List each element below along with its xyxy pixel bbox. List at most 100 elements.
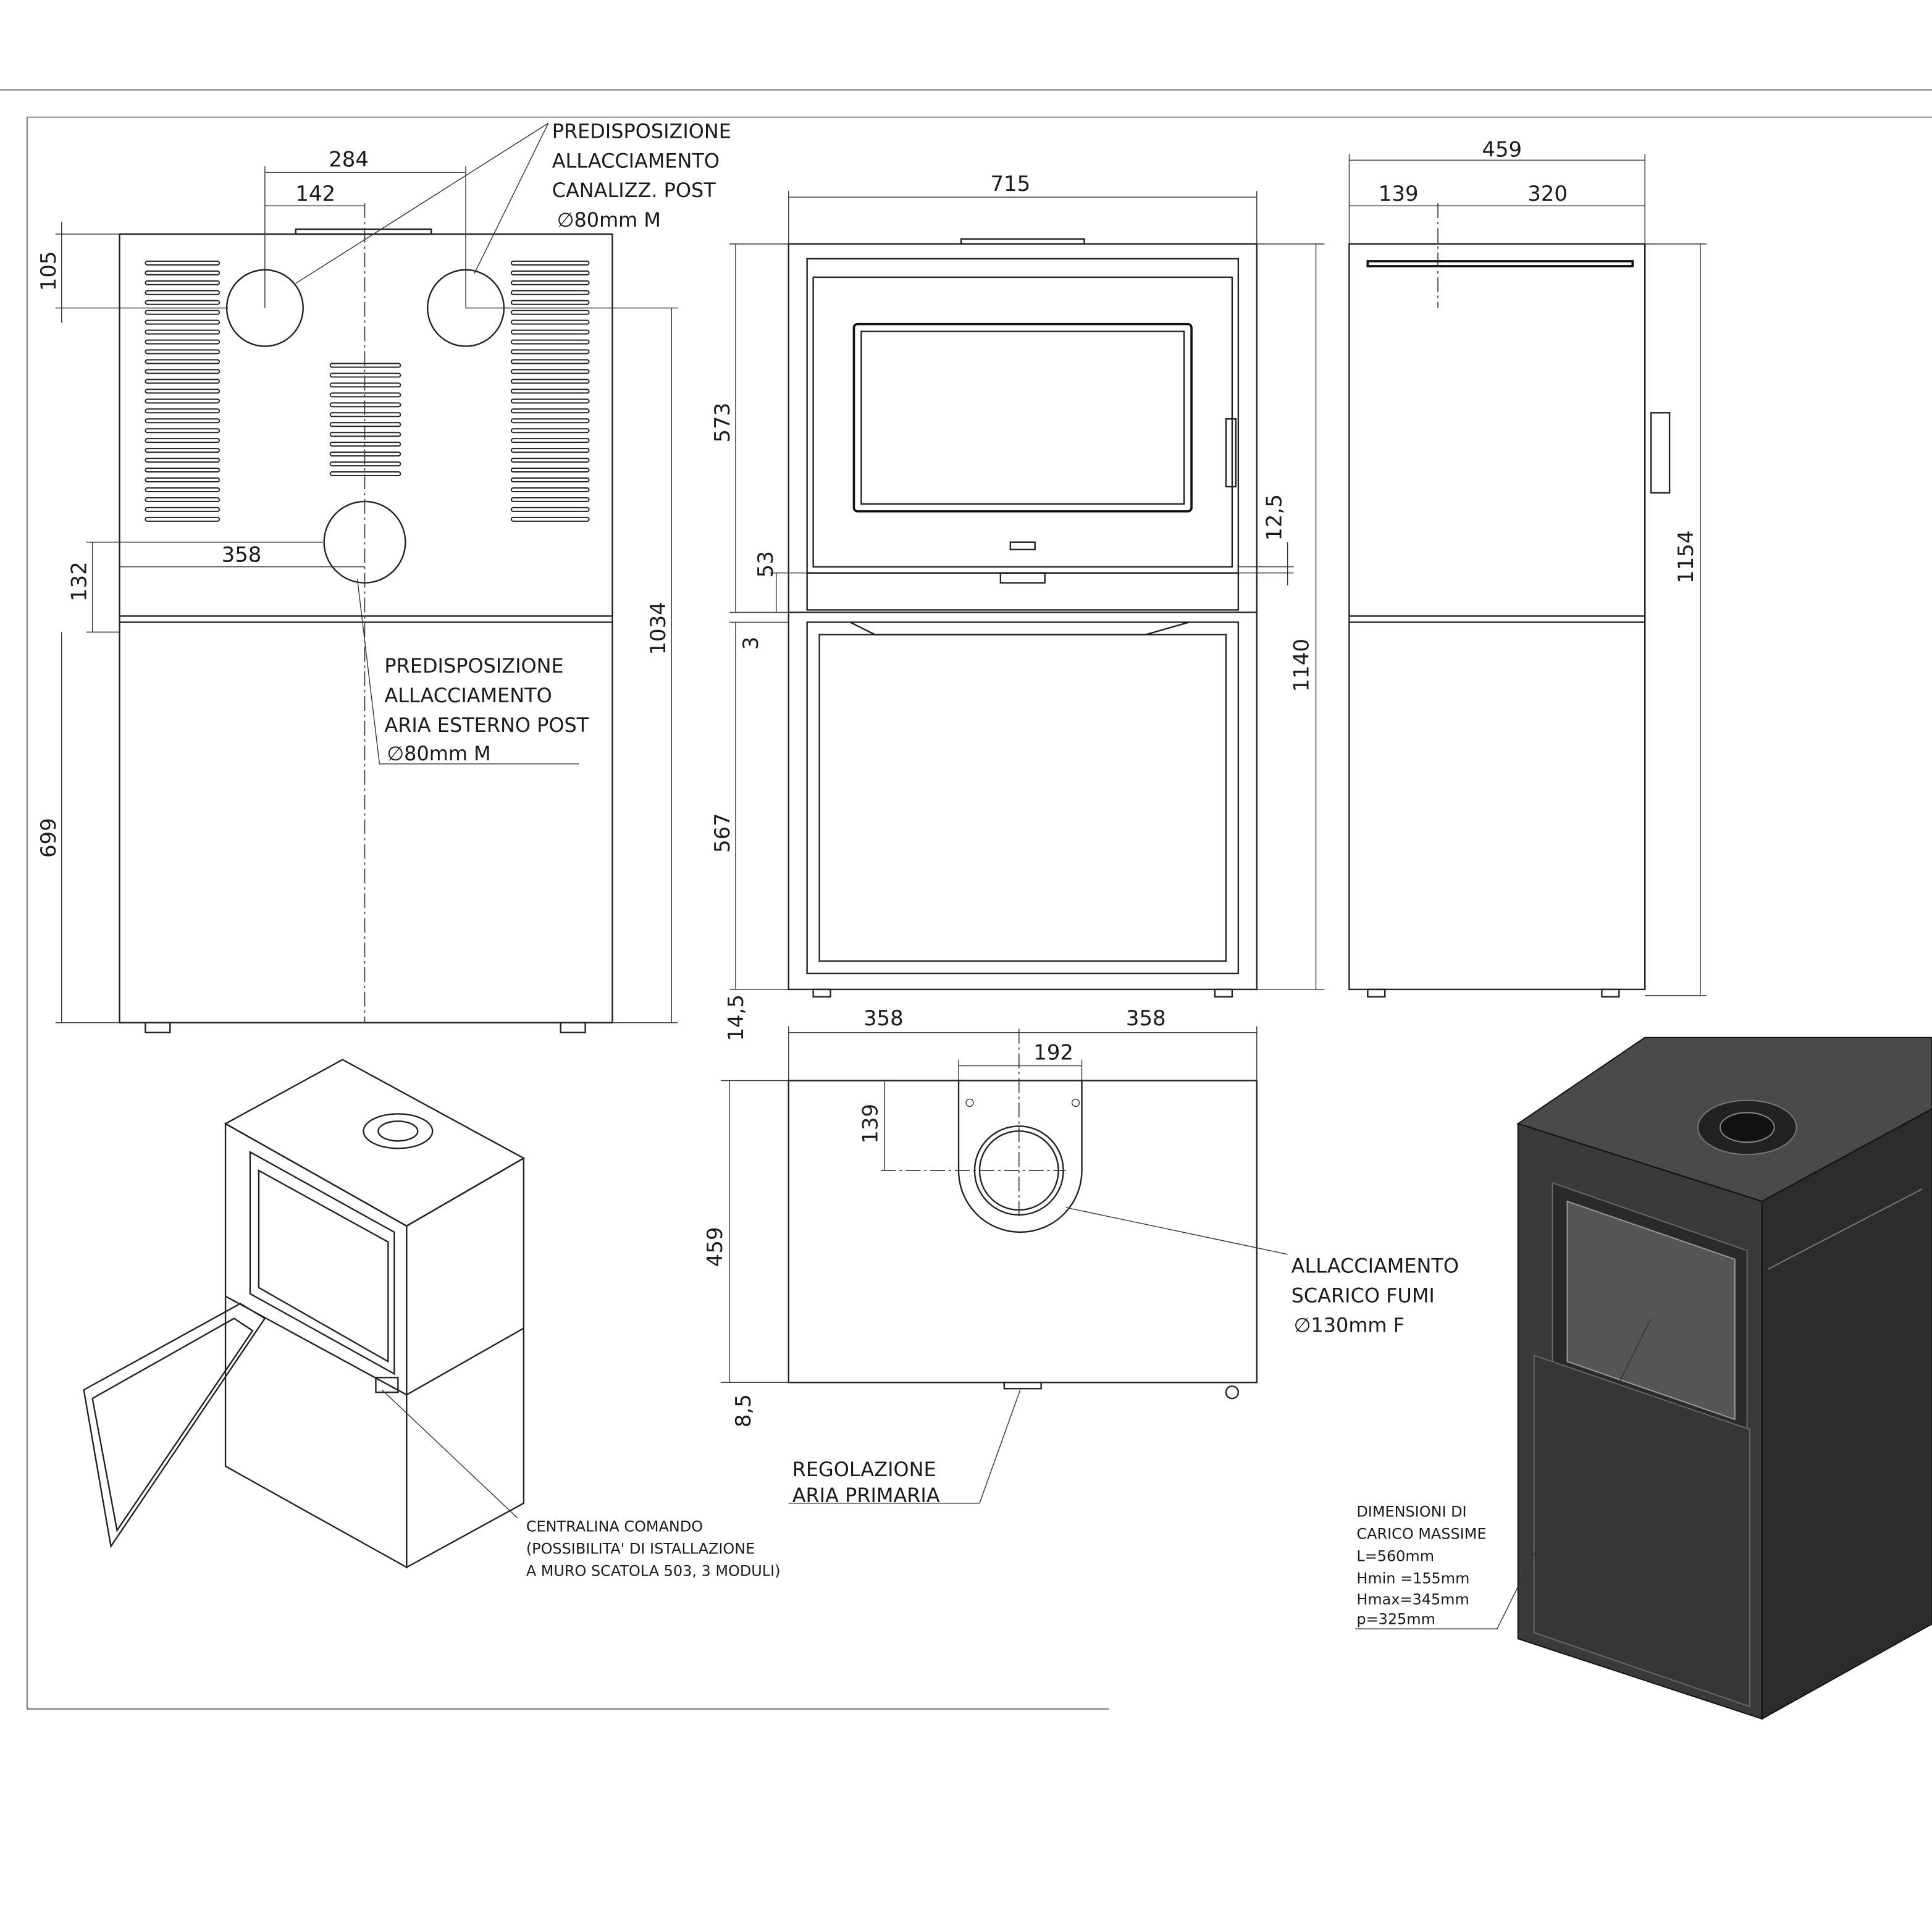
- louver-slot: [145, 359, 220, 364]
- svg-text:SCARICO FUMI: SCARICO FUMI: [1292, 1284, 1435, 1308]
- louver-slot: [145, 300, 220, 305]
- note-external-air: PREDISPOSIZIONE ALLACCIAMENTO ARIA ESTER…: [384, 654, 589, 765]
- svg-text:ALLACCIAMENTO: ALLACCIAMENTO: [552, 149, 720, 172]
- louver-slot: [145, 290, 220, 295]
- louver-slot: [329, 452, 401, 457]
- louver-slot: [145, 398, 220, 404]
- louver-slot: [145, 516, 220, 522]
- top-view: 358 358 192 139 459 8,5 ALLACCIAMENTO SC…: [703, 1006, 1459, 1507]
- louver-slot: [329, 392, 401, 398]
- louver-slot: [145, 408, 220, 414]
- louver-slot: [145, 497, 220, 502]
- svg-text:ARIA PRIMARIA: ARIA PRIMARIA: [792, 1484, 940, 1507]
- louver-slot: [145, 319, 220, 325]
- dim-358-left: 358: [863, 1006, 904, 1030]
- louver-slot: [145, 418, 220, 424]
- svg-text:DIMENSIONI DI: DIMENSIONI DI: [1356, 1503, 1466, 1521]
- louver-slot: [329, 402, 401, 408]
- isometric-rendered-stove: DIMENSIONI DI CARICO MASSIME L=560mm Hmi…: [1355, 1036, 1932, 1720]
- svg-text:PREDISPOSIZIONE: PREDISPOSIZIONE: [384, 654, 563, 678]
- vent-louvers: [145, 260, 590, 522]
- dim-567: 567: [710, 813, 734, 853]
- dim-12-5: 12,5: [1262, 494, 1287, 541]
- louver-slot: [510, 428, 590, 434]
- louver-slot: [510, 497, 590, 502]
- louver-slot: [510, 260, 590, 266]
- side-view: 459 139 320 1154: [1348, 137, 1707, 998]
- svg-text:CENTRALINA COMANDO: CENTRALINA COMANDO: [526, 1518, 703, 1535]
- drawing-frame: [0, 89, 1932, 1710]
- louver-slot: [145, 438, 220, 443]
- louver-slot: [145, 487, 220, 492]
- louver-slot: [145, 309, 220, 315]
- louver-slot: [510, 379, 590, 384]
- louver-slot: [145, 369, 220, 374]
- note-control-unit: CENTRALINA COMANDO (POSSIBILITA' DI ISTA…: [526, 1518, 781, 1580]
- louver-slot: [329, 432, 401, 437]
- dim-14-5: 14,5: [724, 994, 748, 1041]
- svg-text:CANALIZZ. POST: CANALIZZ. POST: [552, 178, 716, 202]
- svg-text:CARICO MASSIME: CARICO MASSIME: [1356, 1526, 1486, 1543]
- louver-slot: [145, 280, 220, 285]
- louver-slot: [510, 270, 590, 275]
- note-load-dimensions: DIMENSIONI DI CARICO MASSIME L=560mm Hmi…: [1356, 1503, 1486, 1628]
- svg-text:(POSSIBILITA' DI ISTALLAZIONE: (POSSIBILITA' DI ISTALLAZIONE: [526, 1540, 755, 1558]
- dim-53: 53: [754, 551, 778, 578]
- louver-slot: [145, 458, 220, 463]
- note-canalization: PREDISPOSIZIONE ALLACCIAMENTO CANALIZZ. …: [552, 119, 731, 232]
- louver-slot: [510, 487, 590, 492]
- svg-text:REGOLAZIONE: REGOLAZIONE: [792, 1458, 936, 1481]
- dim-132: 132: [67, 561, 91, 602]
- isometric-open-door: CENTRALINA COMANDO (POSSIBILITA' DI ISTA…: [83, 1059, 781, 1580]
- louver-slot: [145, 428, 220, 434]
- louver-slot: [145, 270, 220, 275]
- louver-slot: [329, 461, 401, 467]
- dim-1154: 1154: [1674, 531, 1698, 584]
- louver-slot: [510, 280, 590, 285]
- louver-slot: [329, 422, 401, 427]
- note-flue: ALLACCIAMENTO SCARICO FUMI ∅130mm F: [1292, 1254, 1459, 1337]
- louver-slot: [329, 382, 401, 388]
- louver-slot: [510, 458, 590, 463]
- svg-text:PREDISPOSIZIONE: PREDISPOSIZIONE: [552, 119, 731, 143]
- louver-slot: [145, 349, 220, 355]
- dim-459: 459: [1482, 137, 1522, 161]
- svg-text:∅80mm M: ∅80mm M: [557, 208, 661, 232]
- louver-slot: [329, 372, 401, 378]
- dim-573: 573: [710, 403, 734, 443]
- svg-text:ARIA ESTERNO POST: ARIA ESTERNO POST: [384, 713, 589, 737]
- louver-slot: [510, 516, 590, 522]
- louver-slot: [145, 506, 220, 512]
- louver-slot: [145, 477, 220, 483]
- louver-slot: [329, 471, 401, 477]
- front-view: 715 573 53 3 567 14,5 12,5 1140: [710, 172, 1325, 1041]
- louver-slot: [145, 448, 220, 453]
- louver-slot: [329, 412, 401, 418]
- dim-699: 699: [36, 818, 61, 858]
- dim-8-5: 8,5: [731, 1394, 755, 1427]
- dim-139: 139: [1379, 182, 1419, 206]
- svg-text:A MURO SCATOLA 503, 3 MODULI): A MURO SCATOLA 503, 3 MODULI): [526, 1562, 781, 1579]
- dim-142: 142: [295, 182, 335, 206]
- louver-slot: [510, 418, 590, 424]
- louver-slot: [145, 468, 220, 473]
- louver-slot: [510, 438, 590, 443]
- louver-slot: [145, 260, 220, 266]
- louver-slot: [510, 329, 590, 335]
- note-primary-air: REGOLAZIONE ARIA PRIMARIA: [792, 1458, 940, 1507]
- louver-slot: [145, 329, 220, 335]
- dim-358: 358: [222, 543, 262, 567]
- svg-text:Hmax=345mm: Hmax=345mm: [1356, 1590, 1469, 1608]
- louver-slot: [510, 477, 590, 483]
- louver-slot: [145, 339, 220, 345]
- louver-slot: [145, 379, 220, 384]
- louver-slot: [510, 309, 590, 315]
- dim-715: 715: [990, 172, 1030, 196]
- dim-105: 105: [36, 251, 61, 292]
- louver-slot: [510, 506, 590, 512]
- rear-view: 284 142 105 132 358 699 1034 PREDISPOSIZ…: [36, 119, 731, 1033]
- louver-slot: [510, 319, 590, 325]
- louver-slot: [510, 339, 590, 345]
- louver-slot: [510, 300, 590, 305]
- louver-slot: [510, 468, 590, 473]
